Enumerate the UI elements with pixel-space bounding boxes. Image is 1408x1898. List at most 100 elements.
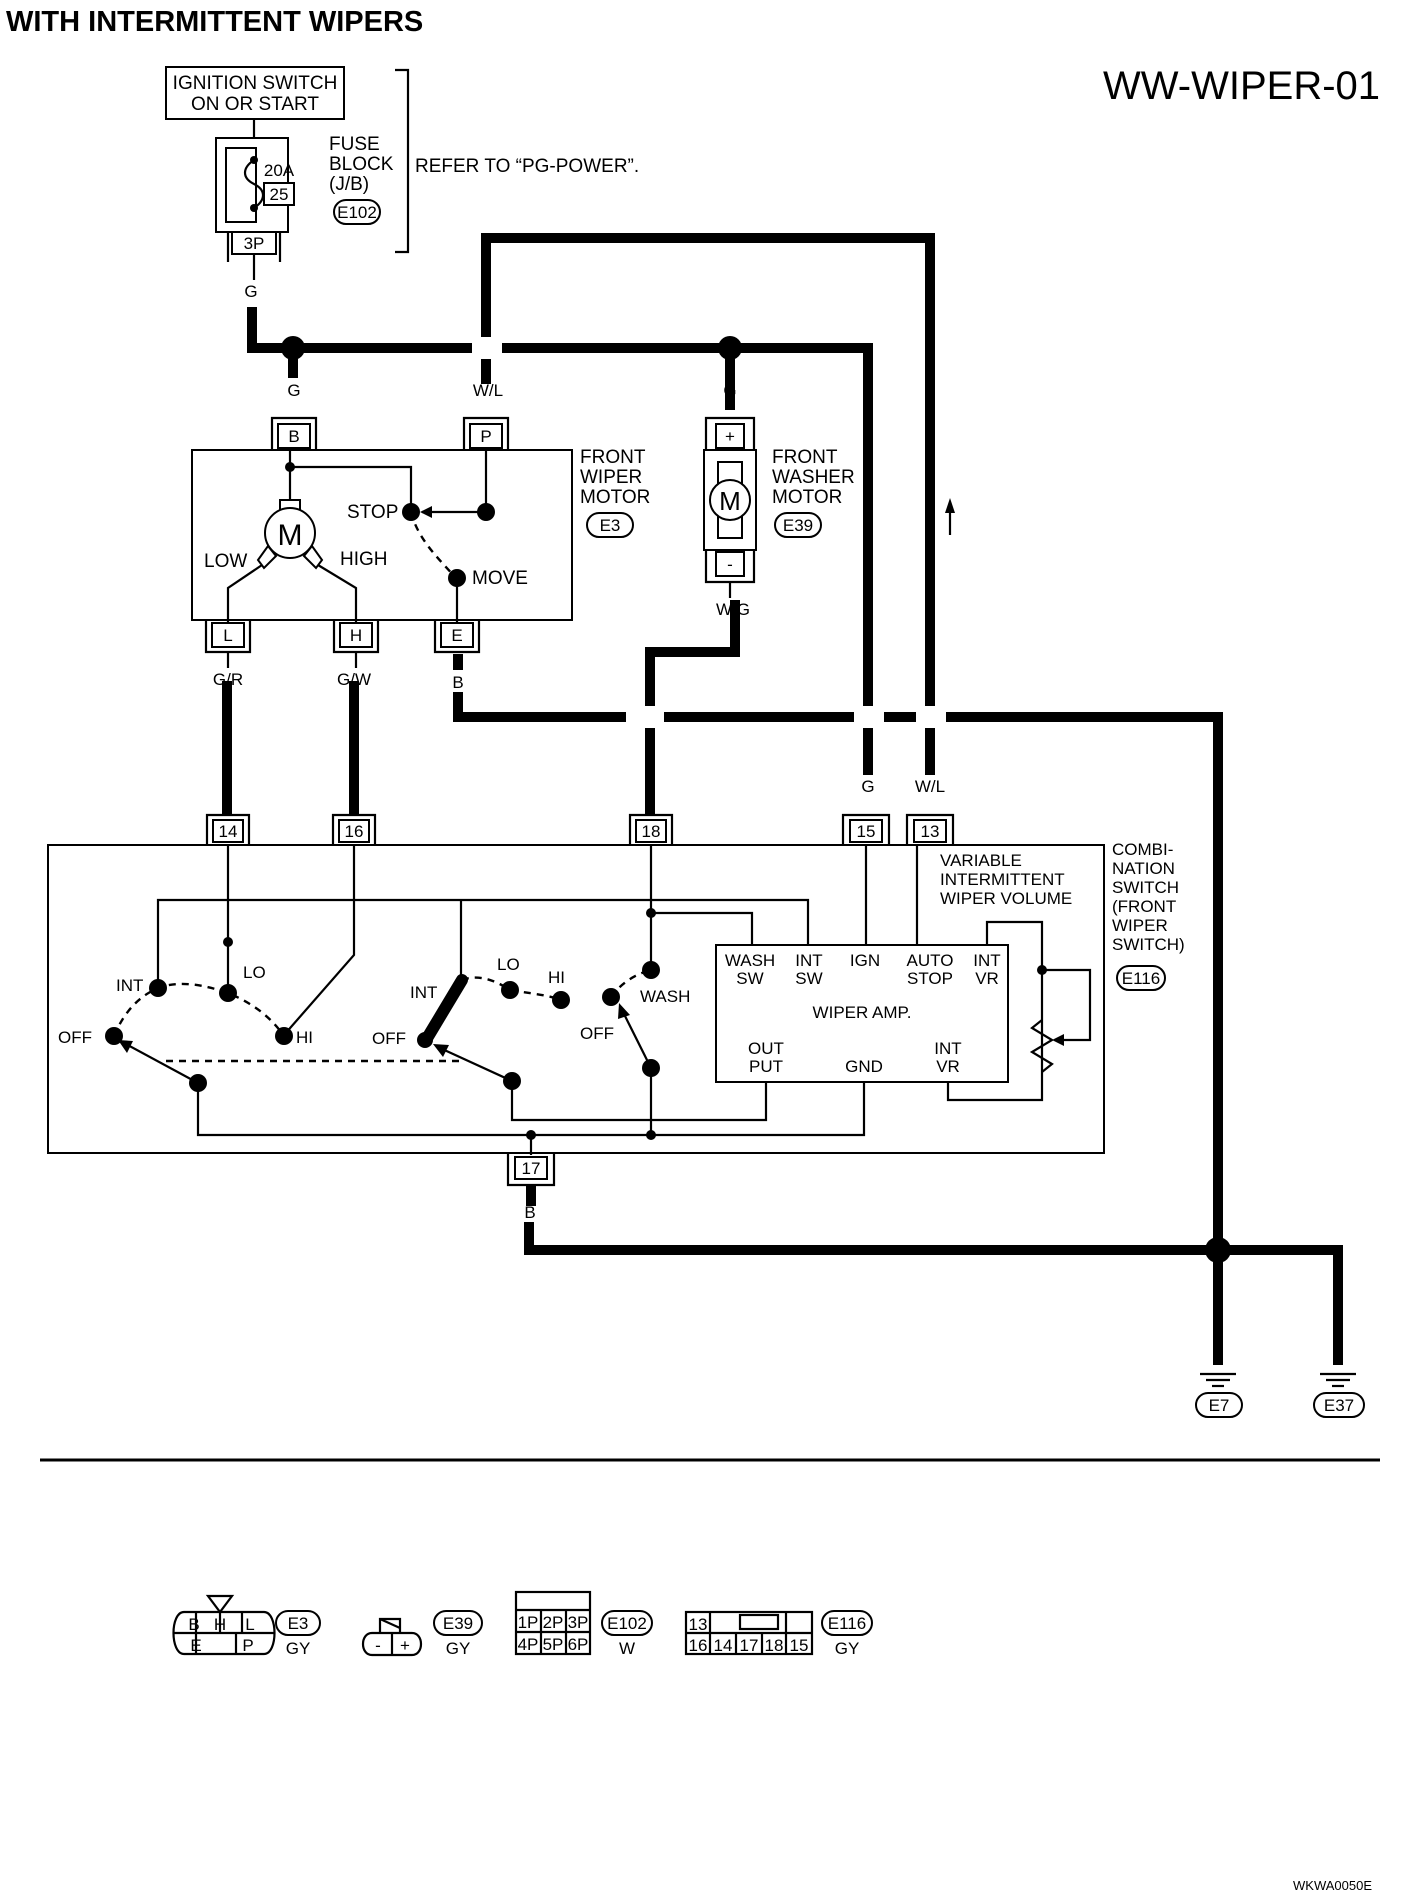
wire-color-gr: G/R <box>213 670 243 689</box>
sw1-hi-label: HI <box>296 1028 313 1047</box>
svg-text:14: 14 <box>219 822 238 841</box>
wiper-terminal-e-box <box>440 622 474 648</box>
fuse-number: 25 <box>270 185 289 204</box>
wiper-terminal-b: B <box>288 427 299 446</box>
wiper-terminal-e: E <box>451 626 462 645</box>
sw1-arc-dash <box>112 982 285 1037</box>
vr-arrow-icon <box>1052 1034 1064 1046</box>
wiper-high-lead <box>317 564 358 622</box>
gap <box>854 706 884 728</box>
wire-color-g-1: G <box>244 282 257 301</box>
wiper-terminal-p: P <box>480 427 491 446</box>
wiper-park-arrow-icon <box>420 506 432 518</box>
connector-e116-id: E116 <box>828 1614 866 1633</box>
gap <box>626 706 664 728</box>
wiper-terminal-l-box <box>211 622 245 648</box>
flow-arrow-icon <box>945 498 955 513</box>
fuse-number-box <box>263 182 295 206</box>
wiper-low-lead <box>226 564 263 622</box>
sw1-int-label: INT <box>116 976 143 995</box>
sw1-lo-contact <box>219 984 237 1002</box>
connector-view-e102: 1P 2P 3P 4P 5P 6P <box>514 1590 592 1656</box>
amp-int-vr-2: VR <box>975 969 999 988</box>
amp-int-sw-2: SW <box>795 969 822 988</box>
svg-text:5P: 5P <box>543 1635 564 1654</box>
sw1-lo-label: LO <box>243 963 266 982</box>
fuse-label-1: FUSE <box>329 134 380 155</box>
svg-text:15: 15 <box>857 822 876 841</box>
svg-text:3P: 3P <box>568 1613 589 1632</box>
svg-text:14: 14 <box>714 1636 733 1655</box>
svg-text:4P: 4P <box>518 1635 539 1654</box>
switch-terminal-16: 16 <box>331 813 377 845</box>
connector-e102-badge <box>601 1610 653 1636</box>
svg-text:16: 16 <box>345 822 364 841</box>
combi-label-5: WIPER <box>1112 916 1168 935</box>
amp-wash-sw-1: WASH <box>725 951 775 970</box>
amp-gnd: GND <box>845 1057 883 1076</box>
switch-terminal-14: 14 <box>205 813 251 845</box>
wiper-motor-label-2: WIPER <box>580 467 642 488</box>
ground-e37-icon <box>1320 1372 1356 1388</box>
washer-terminal-minus: - <box>727 555 733 574</box>
ground-e7-badge <box>1195 1392 1243 1418</box>
connector-e102-color: W <box>619 1639 635 1658</box>
connector-view-e116: 13 16 14 17 18 15 <box>684 1610 814 1656</box>
sw2-arc-dash <box>461 976 562 1002</box>
wiper-park-dash <box>409 511 457 579</box>
sw-int-lead <box>156 898 810 988</box>
connector-e102-id: E102 <box>607 1614 647 1633</box>
sw-wash-sw-lead <box>651 911 754 945</box>
amp-auto-stop-2: STOP <box>907 969 953 988</box>
svg-text:2P: 2P <box>543 1613 564 1632</box>
wiper-terminal-b-bracket <box>270 416 318 450</box>
wiper-low-label: LOW <box>204 551 247 572</box>
fuse-terminal-bracket <box>226 232 282 262</box>
sw3-wash-contact <box>642 961 660 979</box>
washer-motor-connector-badge <box>774 512 822 538</box>
connector-e3-badge <box>275 1610 321 1636</box>
volume-label-3: WIPER VOLUME <box>940 889 1072 908</box>
wire-g-supply-segments <box>247 307 868 353</box>
washer-terminal-plus-bracket <box>704 416 756 450</box>
washer-terminal-minus-box <box>715 551 745 577</box>
splice-ground <box>1205 1237 1231 1263</box>
wiper-move-label: MOVE <box>472 568 528 589</box>
svg-text:18: 18 <box>642 822 661 841</box>
washer-motor-label-2: WASHER <box>772 467 855 488</box>
wiper-terminal-b-box <box>277 423 311 449</box>
sw2-arm <box>439 1047 513 1082</box>
amp-wash-sw-2: SW <box>736 969 763 988</box>
svg-text:1P: 1P <box>518 1613 539 1632</box>
sw2-off-contact <box>417 1032 433 1048</box>
gap <box>916 706 946 728</box>
washer-motor-symbol: M <box>719 486 741 516</box>
wiper-motor-frame <box>191 449 573 621</box>
amp-int-sw-1: INT <box>795 951 822 970</box>
svg-text:17: 17 <box>522 1159 541 1178</box>
svg-text:+: + <box>400 1636 410 1655</box>
washer-motor-label-3: MOTOR <box>772 487 842 508</box>
amp-output-1: OUT <box>748 1039 784 1058</box>
connector-view-e3: B H L E P <box>172 1594 276 1656</box>
combi-connector-badge <box>1116 965 1166 991</box>
sw2-lo-contact <box>501 981 519 999</box>
svg-text:P: P <box>242 1636 253 1655</box>
connector-e116-badge <box>821 1610 873 1636</box>
vr-node <box>1037 965 1047 975</box>
ignition-switch-box <box>165 66 345 120</box>
wire-color-b-2: B <box>524 1203 535 1222</box>
refer-bracket <box>395 68 410 254</box>
wiper-terminal-e-bracket <box>433 620 481 654</box>
ground-e7: E7 <box>1209 1396 1230 1415</box>
sw2-lo-label: LO <box>497 955 520 974</box>
wire-color-g-4: G <box>861 777 874 796</box>
svg-text:L: L <box>245 1615 254 1634</box>
combi-label-1: COMBI- <box>1112 840 1173 859</box>
sw2-hi-contact <box>552 991 570 1009</box>
svg-text:17: 17 <box>740 1636 759 1655</box>
amp-output-2: PUT <box>749 1057 783 1076</box>
washer-motor-label-1: FRONT <box>772 447 838 468</box>
fuse-element-icon <box>243 159 265 209</box>
